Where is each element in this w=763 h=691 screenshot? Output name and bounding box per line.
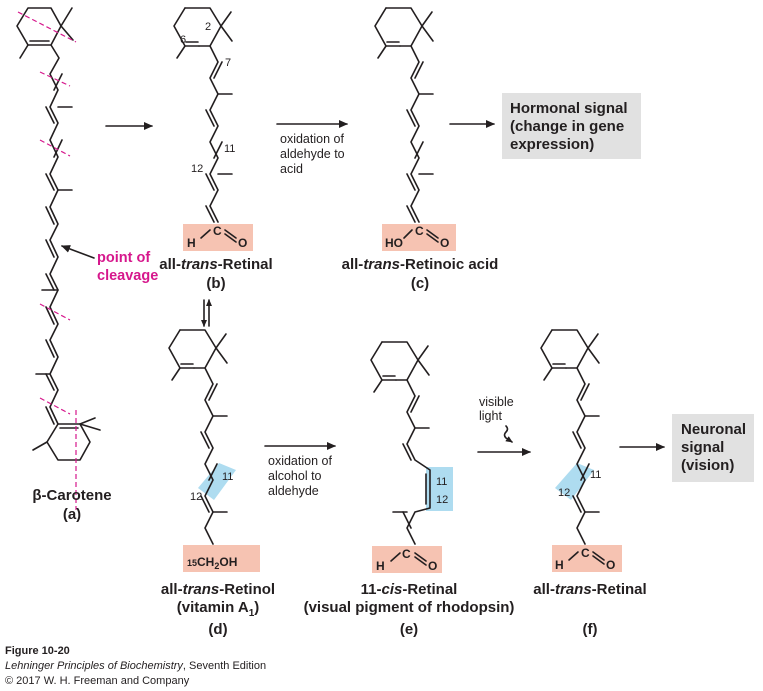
carbon-7-label-b: 7 <box>225 57 231 69</box>
carbon-11-label-b: 11 <box>224 143 235 155</box>
hormonal-signal-box <box>502 93 641 159</box>
cis-retinal-subname: (visual pigment of rhodopsin) <box>304 599 515 616</box>
acid-highlight-c <box>382 224 456 251</box>
carbon-12-label-e: 12 <box>436 494 448 506</box>
retinal-b-structure <box>173 7 237 243</box>
arrow-bc-label-1: oxidation of <box>280 132 344 146</box>
panel-f-letter: (f) <box>583 621 598 638</box>
copyright-line: © 2017 W. H. Freeman and Company <box>5 675 190 687</box>
panel-c-letter: (c) <box>411 275 429 292</box>
carbon-2-label-b: 2 <box>205 21 211 33</box>
equilibrium-arrows-b-d <box>201 299 212 327</box>
carbon-12-label-f: 12 <box>558 487 570 499</box>
atom-c-c: C <box>415 224 424 238</box>
atom-ho-c: HO <box>385 236 403 250</box>
carbon-11-label-f: 11 <box>590 469 601 481</box>
light-squiggle-icon <box>503 425 513 443</box>
beta-carotene-structure <box>16 7 101 461</box>
cis-retinal-structure <box>370 341 431 566</box>
panel-a-letter: (a) <box>63 506 81 523</box>
atom-c-b: C <box>213 224 222 238</box>
cis-retinal-name: 11-cis-Retinal <box>361 581 458 598</box>
alcohol-highlight-d <box>183 545 260 572</box>
neuronal-line-2: signal <box>681 439 724 456</box>
retinoic-acid-name: all-trans-Retinoic acid <box>342 256 499 273</box>
aldehyde-highlight-e <box>372 546 442 573</box>
hormonal-line-3: expression) <box>510 136 594 153</box>
retinal-f-name: all-trans-Retinal <box>533 581 646 598</box>
retinol-name: all-trans-Retinol <box>161 581 275 598</box>
carbon-11-label-d: 11 <box>222 471 233 483</box>
alcohol-group-d: 15CH2OH <box>187 555 237 571</box>
arrow-ef-label-2: light <box>479 409 502 423</box>
panel-d-letter: (d) <box>208 621 227 638</box>
arrow-de-label-1: oxidation of <box>268 454 332 468</box>
atom-c-f: C <box>581 546 590 560</box>
atom-o-f: O <box>606 558 615 572</box>
hormonal-line-1: Hormonal signal <box>510 100 628 117</box>
atom-h-b: H <box>187 236 196 250</box>
atom-h-f: H <box>555 558 564 572</box>
cleavage-label-line2: cleavage <box>97 268 158 284</box>
atom-o-b: O <box>238 236 247 250</box>
neuronal-line-1: Neuronal <box>681 421 746 438</box>
retinal-b-name: all-trans-Retinal <box>159 256 272 273</box>
carbon-11-label-e: 11 <box>436 476 447 488</box>
arrow-bc-label-2: aldehyde to <box>280 147 345 161</box>
beta-carotene-name: β-Carotene <box>32 487 111 504</box>
cleavage-label-line1: point of <box>97 250 150 266</box>
retinol-structure <box>168 329 228 545</box>
cleavage-pointer-arrow <box>61 245 95 259</box>
atom-c-e: C <box>402 547 411 561</box>
retinal-f-structure <box>540 329 605 565</box>
aldehyde-highlight-f <box>552 545 622 572</box>
arrow-de-label-3: aldehyde <box>268 484 319 498</box>
carbon-6-label-b: 6 <box>180 34 186 46</box>
retinol-subname: (vitamin A1) <box>177 599 260 619</box>
hormonal-line-2: (change in gene <box>510 118 624 135</box>
retinoic-acid-structure <box>374 7 439 243</box>
aldehyde-highlight-b <box>183 224 253 251</box>
panel-b-letter: (b) <box>206 275 225 292</box>
atom-h-e: H <box>376 559 385 573</box>
carbon-12-label-d: 12 <box>190 491 202 503</box>
arrow-de-label-2: alcohol to <box>268 469 322 483</box>
cleavage-marks <box>17 11 77 510</box>
atom-o-c: O <box>440 236 449 250</box>
arrow-bc-label-3: acid <box>280 162 303 176</box>
neuronal-line-3: (vision) <box>681 457 734 474</box>
panel-e-letter: (e) <box>400 621 418 638</box>
atom-o-e: O <box>428 559 437 573</box>
arrow-ef-label-1: visible <box>479 395 514 409</box>
figure-number: Figure 10-20 <box>5 645 70 657</box>
carbon-12-label-b: 12 <box>191 163 203 175</box>
neuronal-signal-box <box>672 414 754 482</box>
book-citation: Lehninger Principles of Biochemistry, Se… <box>5 660 266 672</box>
